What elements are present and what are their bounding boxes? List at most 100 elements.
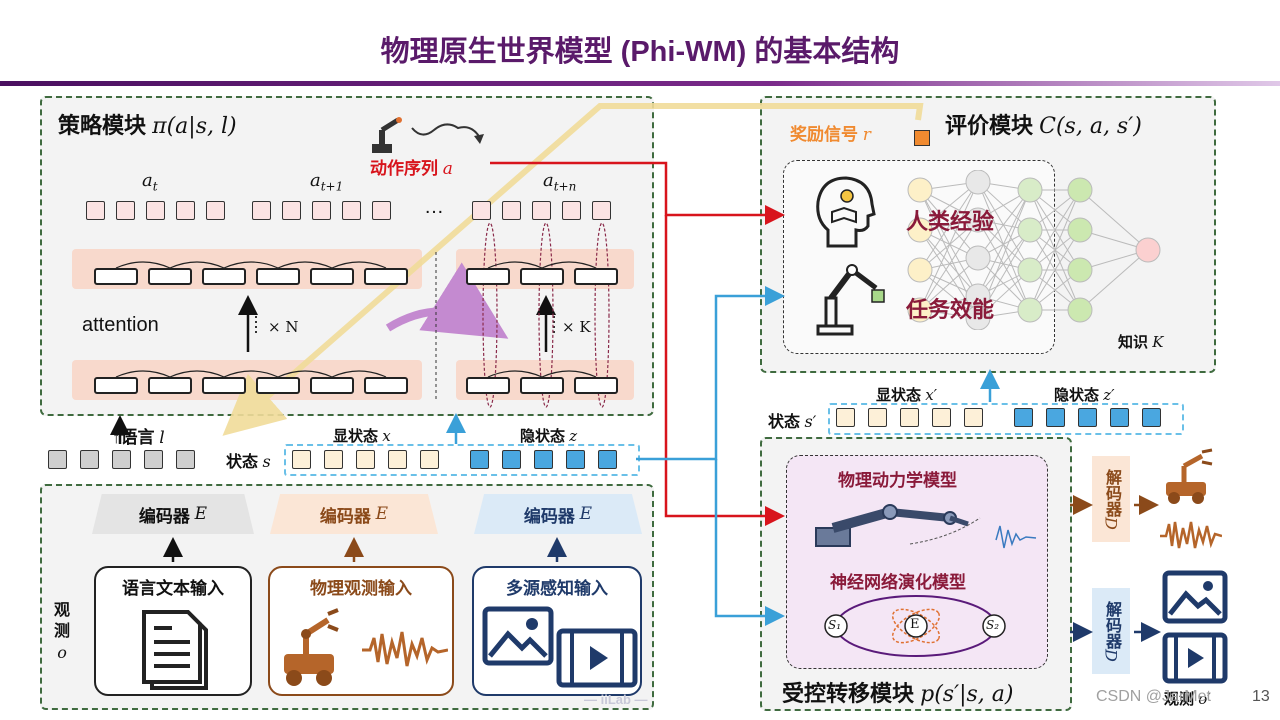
nn-node [1017,177,1043,203]
physics-dynamics-label: 物理动力学模型 [838,471,957,490]
language-token [176,450,195,469]
action-token [116,201,135,220]
attention-cell [202,268,246,285]
hidden-state-token [566,450,585,469]
hidden-state-token [1142,408,1161,427]
hidden-state-token [1014,408,1033,427]
language-token [112,450,131,469]
text-input-box: 语言文本输入 [94,566,252,696]
action-token [86,201,105,220]
action-token [176,201,195,220]
hidden-state-token [534,450,553,469]
document-icon [142,610,208,690]
lab-watermark: — iiLab — [584,692,648,707]
nn-node [1067,297,1093,323]
node-e: E [910,617,920,632]
nn-node [1017,257,1043,283]
human-experience-label: 人类经验 [906,209,995,234]
attention-cell [520,377,564,394]
nn-node [1067,177,1093,203]
policy-formula: π(a|s, l) [152,114,237,139]
critic-module-title: 评价模块 C(s, a, s′) [945,113,1142,139]
encoder-multisource: 编码器 E [474,494,642,534]
attention-cell [574,377,618,394]
attention-cell [466,377,510,394]
action-token [312,201,331,220]
attention-cell [364,377,408,394]
video-icon [556,628,638,688]
image-icon [482,606,554,666]
observation-side-label: 观 测 o [54,602,71,662]
attention-cell [256,268,300,285]
action-token [472,201,491,220]
attention-cell [310,377,354,394]
token-label-at: at [142,170,158,194]
attention-cell [364,268,408,285]
attention-cell [94,377,138,394]
explicit-state-token [868,408,887,427]
action-sequence-label: 动作序列 a [370,159,453,179]
attention-cell [148,268,192,285]
attention-cell [520,268,564,285]
hidden-state-token [470,450,489,469]
node-s1: S₁ [828,618,842,632]
observation-output-label: 观测 o′ [1164,690,1211,708]
state-s-label: 状态 s [226,452,271,471]
nn-node [1067,257,1093,283]
output-image-icon [1162,570,1228,624]
hidden-state-z-label: 隐状态 z [520,427,578,445]
explicit-state-token [388,450,407,469]
language-token [144,450,163,469]
token-label-at1: at+1 [310,170,344,194]
action-token [532,201,551,220]
physics-input-box: 物理观测输入 [268,566,454,696]
csdn-watermark: CSDN @JarMet [1096,688,1211,705]
encoder-text: 编码器 E [92,494,254,534]
action-token [372,201,391,220]
explicit-state-token [932,408,951,427]
robot-arm-icon [372,117,484,153]
nn-node [965,305,991,330]
reward-square [914,130,930,146]
nn-node [1017,297,1043,323]
page-title: 物理原生世界模型 (Phi-WM) 的基本结构 [380,36,900,68]
action-token [342,201,361,220]
industrial-robot-icon [816,264,885,336]
repeat-k-label: × K [562,318,591,336]
multisource-input-box: 多源感知输入 [472,566,642,696]
hidden-state-token [1078,408,1097,427]
explicit-state-token [356,450,375,469]
attention-cell [202,377,246,394]
explicit-state-token [836,408,855,427]
attention-cell [148,377,192,394]
nn-node [907,177,933,203]
action-token [146,201,165,220]
hidden-state-token [598,450,617,469]
robot-vehicle-icon [284,608,339,686]
reward-signal-label: 奖励信号 r [790,125,871,145]
attention-cell [310,268,354,285]
action-token [502,201,521,220]
action-token [592,201,611,220]
nn-node [965,207,991,233]
node-s2: S₂ [986,618,1000,632]
hidden-state-token [1046,408,1065,427]
human-head-icon [816,176,876,248]
hidden-state-z-prime-label: 隐状态 z′ [1054,386,1115,404]
nn-node [965,245,991,271]
state-evolution-graphic [824,595,1006,657]
knowledge-label: 知识 K [1118,333,1164,351]
title-divider [0,81,1280,86]
explicit-state-token [324,450,343,469]
output-robot-icon [1166,448,1213,504]
task-efficiency-label: 任务效能 [906,297,995,322]
nn-node [965,170,991,195]
page-number: 13 [1252,688,1270,705]
explicit-state-x-prime-label: 显状态 x′ [876,386,938,404]
nn-node [1017,217,1043,243]
explicit-state-token [900,408,919,427]
explicit-state-token [420,450,439,469]
attention-cell [94,268,138,285]
